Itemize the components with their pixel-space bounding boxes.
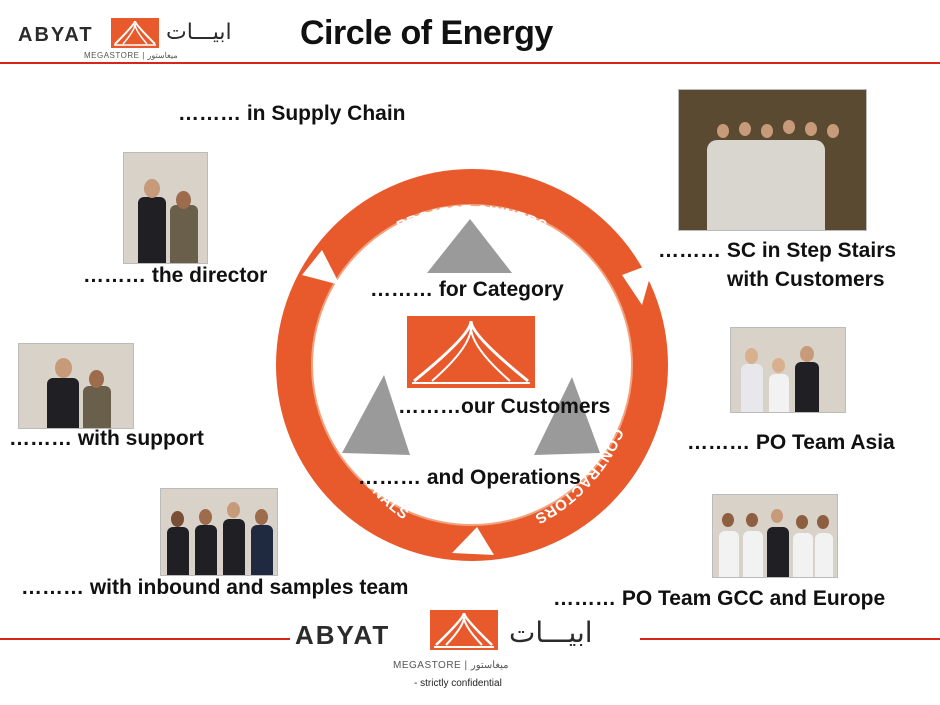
triangle-left xyxy=(342,375,410,455)
cycle-arrow-notch-left xyxy=(302,250,340,285)
header-logo-tent-icon xyxy=(111,18,159,48)
photo-support xyxy=(18,343,134,429)
cycle-arrow-notch-right xyxy=(622,263,654,305)
caption-po-asia: ……… PO Team Asia xyxy=(687,431,895,454)
footer-logo-tent-icon xyxy=(430,610,498,650)
footer-divider-left xyxy=(0,638,290,640)
caption-category: ……… for Category xyxy=(370,278,564,301)
footer-logo-en: ABYAT xyxy=(295,620,391,650)
header-logo-ar: ابيـــات xyxy=(166,20,232,45)
photo-po-asia xyxy=(730,327,846,413)
photo-po-gcc xyxy=(712,494,838,578)
caption-inbound: ……… with inbound and samples team xyxy=(21,576,409,599)
caption-sc-line1: ……… SC in Step Stairs xyxy=(658,239,897,262)
caption-customers: ………our Customers xyxy=(398,395,611,418)
footer-divider-right xyxy=(640,638,940,640)
caption-support: ……… with support xyxy=(9,427,204,450)
caption-operations: ……… and Operations xyxy=(358,466,581,489)
center-logo xyxy=(407,316,535,388)
page-title: Circle of Energy xyxy=(300,14,553,52)
footer-logo: ABYAT ابيـــات MEGASTORE | ميغاستور xyxy=(295,610,640,674)
triangle-top xyxy=(427,219,512,273)
footer-logo-ar: ابيـــات xyxy=(509,616,593,649)
photo-director xyxy=(123,152,208,264)
footer-logo-sub: MEGASTORE | ميغاستور xyxy=(393,660,509,671)
header-logo: ABYAT ابيـــات MEGASTORE | ميغاستور xyxy=(18,18,258,62)
photo-sc-step-stairs xyxy=(678,89,867,231)
header-logo-sub: MEGASTORE | ميغاستور xyxy=(84,51,178,60)
caption-po-gcc: ……… PO Team GCC and Europe xyxy=(553,587,886,610)
energy-cycle-diagram: PROJECT OWNERS CONTRACTORS PROFESSIONALS xyxy=(276,169,668,561)
caption-sc-line2: with Customers xyxy=(727,268,885,291)
confidential-note: - strictly confidential xyxy=(414,678,502,689)
caption-director: ……… the director xyxy=(83,264,268,287)
header-logo-en: ABYAT xyxy=(18,24,94,46)
photo-inbound-team xyxy=(160,488,278,576)
triangle-right xyxy=(534,377,600,455)
caption-supply-chain: ……… in Supply Chain xyxy=(178,102,406,125)
cycle-arrow-notch-bottom xyxy=(452,527,494,555)
header-divider xyxy=(0,62,940,64)
